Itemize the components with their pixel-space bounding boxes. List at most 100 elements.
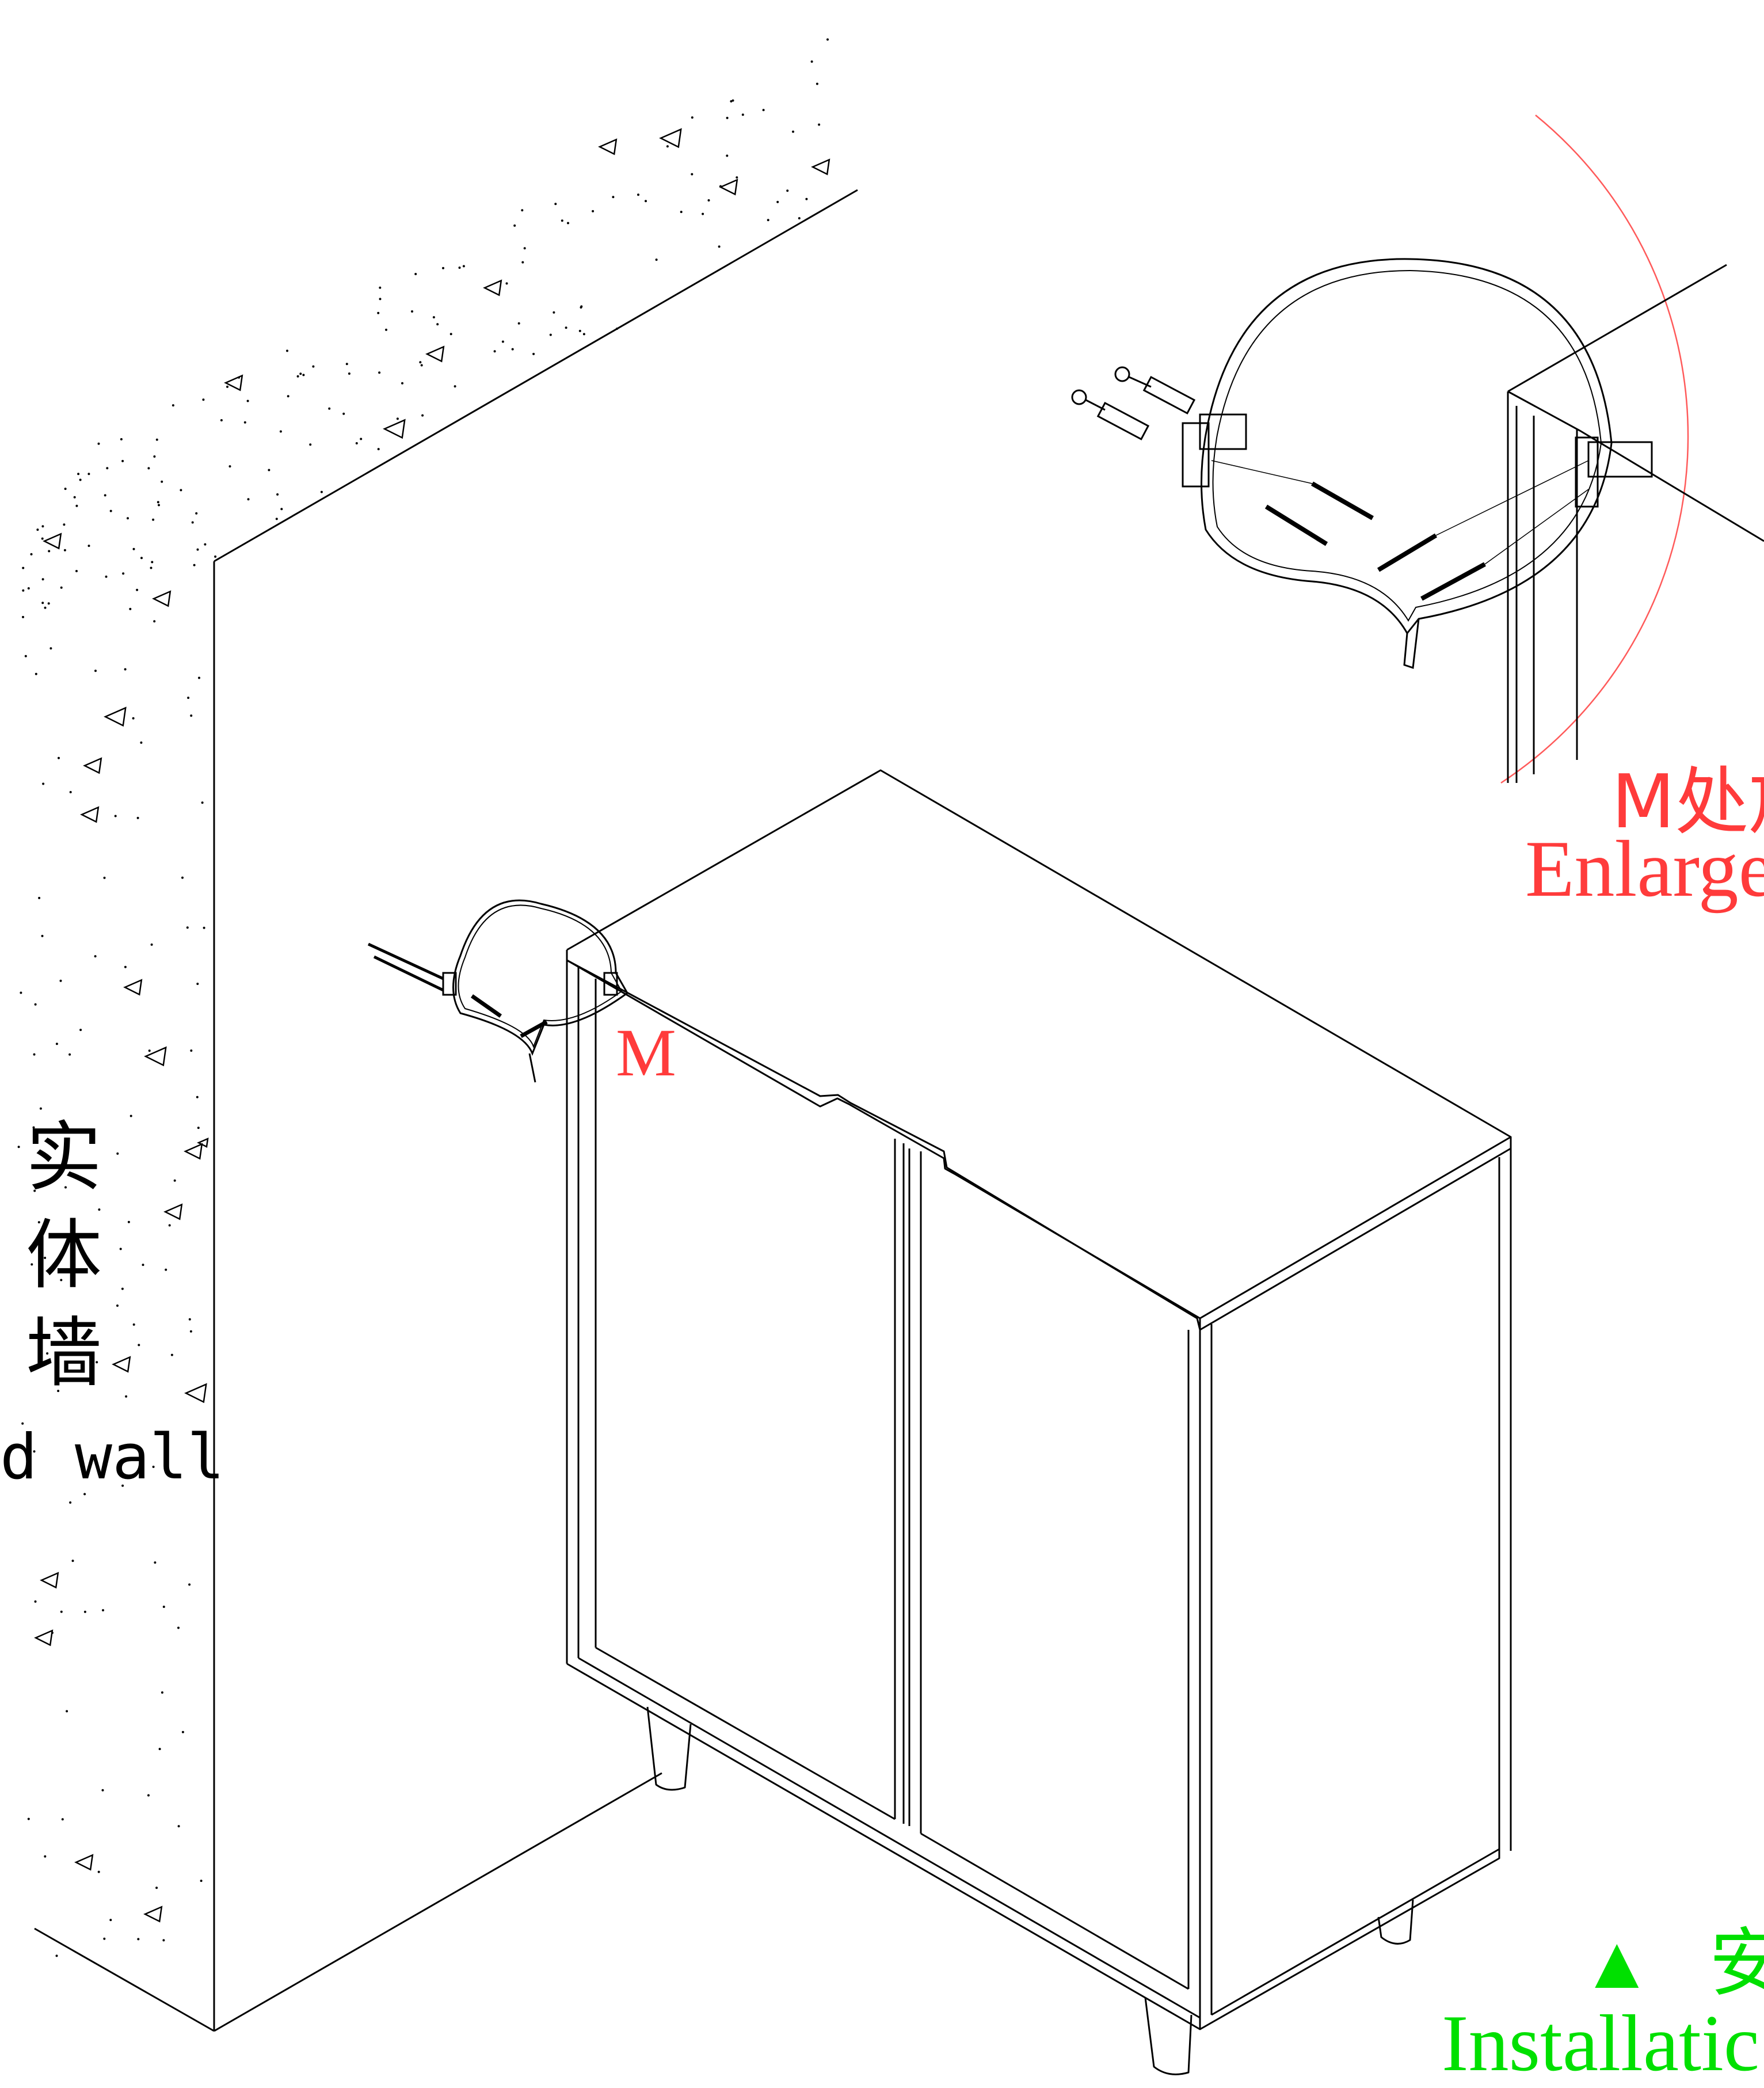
concrete-aggregate-mark xyxy=(659,128,682,149)
concrete-speck xyxy=(776,200,779,203)
concrete-speck xyxy=(196,983,199,985)
concrete-speck xyxy=(27,1817,30,1820)
concrete-speck xyxy=(355,442,358,444)
concrete-speck xyxy=(243,421,246,424)
concrete-speck xyxy=(741,113,744,116)
concrete-speck xyxy=(127,517,129,520)
concrete-speck xyxy=(666,145,669,148)
install-triangle-icon: ▲ xyxy=(1580,1922,1654,2005)
concrete-speck xyxy=(94,955,97,958)
wall-label-cn-1: 实 xyxy=(26,1113,102,1202)
concrete-speck xyxy=(513,224,516,227)
enlarge-label-cn: M处放 xyxy=(1611,759,1764,845)
concrete-speck xyxy=(33,1053,36,1056)
concrete-speck xyxy=(153,620,156,623)
concrete-speck xyxy=(580,306,582,309)
concrete-speck xyxy=(154,1561,157,1564)
concrete-aggregate-mark xyxy=(383,419,406,439)
concrete-speck xyxy=(87,473,90,476)
concrete-speck xyxy=(32,1126,35,1129)
concrete-speck xyxy=(419,361,422,364)
concrete-speck xyxy=(44,1855,47,1858)
wall-label-en: d wall xyxy=(0,1421,225,1493)
concrete-speck xyxy=(38,896,41,899)
concrete-speck xyxy=(153,455,156,458)
concrete-speck xyxy=(22,615,24,618)
concrete-speck xyxy=(238,376,241,379)
concrete-speck xyxy=(565,326,567,329)
concrete-speck xyxy=(55,1043,58,1045)
concrete-speck xyxy=(77,473,80,476)
concrete-speck xyxy=(124,965,127,968)
concrete-speck xyxy=(22,589,25,592)
concrete-speck xyxy=(39,1107,42,1110)
concrete-speck xyxy=(561,219,563,222)
concrete-speck xyxy=(34,1003,37,1006)
concrete-speck xyxy=(190,714,193,717)
concrete-speck xyxy=(196,548,199,551)
concrete-speck xyxy=(162,1939,165,1942)
concrete-speck xyxy=(21,1422,24,1425)
concrete-speck xyxy=(20,991,22,994)
concrete-speck xyxy=(246,400,249,402)
wall-label-cn-2: 体 xyxy=(26,1211,102,1300)
concrete-speck xyxy=(168,1224,171,1227)
concrete-speck xyxy=(193,564,196,566)
concrete-speck xyxy=(129,1115,132,1117)
concrete-speck xyxy=(49,647,52,650)
concrete-speck xyxy=(121,1484,124,1487)
concrete-speck xyxy=(59,979,62,982)
concrete-speck xyxy=(104,494,106,497)
concrete-speck xyxy=(521,209,524,212)
concrete-aggregate-mark xyxy=(425,345,445,363)
concrete-speck xyxy=(792,130,794,133)
concrete-speck xyxy=(521,261,524,264)
concrete-speck xyxy=(41,537,44,540)
concrete-speck xyxy=(129,607,132,610)
concrete-speck xyxy=(148,1049,151,1052)
concrete-speck xyxy=(132,1323,135,1326)
concrete-speck xyxy=(173,1179,176,1182)
concrete-speck xyxy=(328,407,331,410)
concrete-speck xyxy=(396,417,399,420)
strap xyxy=(1201,258,1613,635)
concrete-speck xyxy=(493,350,496,353)
concrete-speck xyxy=(188,1318,191,1321)
concrete-speck xyxy=(60,1610,63,1613)
enlarge-label-en: Enlarge xyxy=(1525,824,1764,914)
concrete-speck xyxy=(186,926,189,929)
concrete-speck xyxy=(96,1361,98,1364)
concrete-speck xyxy=(83,1493,86,1496)
concrete-speck xyxy=(152,518,155,521)
concrete-speck xyxy=(718,245,721,248)
concrete-speck xyxy=(109,509,112,512)
concrete-speck xyxy=(378,371,381,374)
concrete-speck xyxy=(94,670,97,672)
concrete-speck xyxy=(79,478,82,481)
concrete-aggregate-mark xyxy=(144,1046,167,1067)
concrete-aggregate-mark xyxy=(163,1203,183,1220)
concrete-speck xyxy=(202,398,205,401)
concrete-aggregate-mark xyxy=(197,1137,209,1148)
concrete-speck xyxy=(280,508,283,511)
concrete-speck xyxy=(268,469,270,471)
concrete-speck xyxy=(46,1352,49,1355)
concrete-speck xyxy=(377,311,380,314)
concrete-speck xyxy=(78,1176,81,1179)
concrete-speck xyxy=(826,38,829,41)
concrete-speck xyxy=(155,1887,158,1889)
concrete-aggregate-mark xyxy=(184,1143,203,1160)
wall-label-cn-3: 墙 xyxy=(26,1309,102,1398)
concrete-aggregate-mark xyxy=(34,1629,54,1646)
concrete-speck xyxy=(103,876,106,879)
concrete-speck xyxy=(767,219,769,222)
concrete-aggregate-mark xyxy=(811,158,830,176)
concrete-aggregate-mark xyxy=(112,1356,131,1373)
concrete-speck xyxy=(73,496,76,499)
concrete-speck xyxy=(162,1606,165,1608)
concrete-speck xyxy=(702,212,704,215)
concrete-speck xyxy=(106,467,109,470)
concrete-speck xyxy=(549,333,552,336)
concrete-speck xyxy=(161,1691,163,1694)
concrete-speck xyxy=(726,116,729,119)
